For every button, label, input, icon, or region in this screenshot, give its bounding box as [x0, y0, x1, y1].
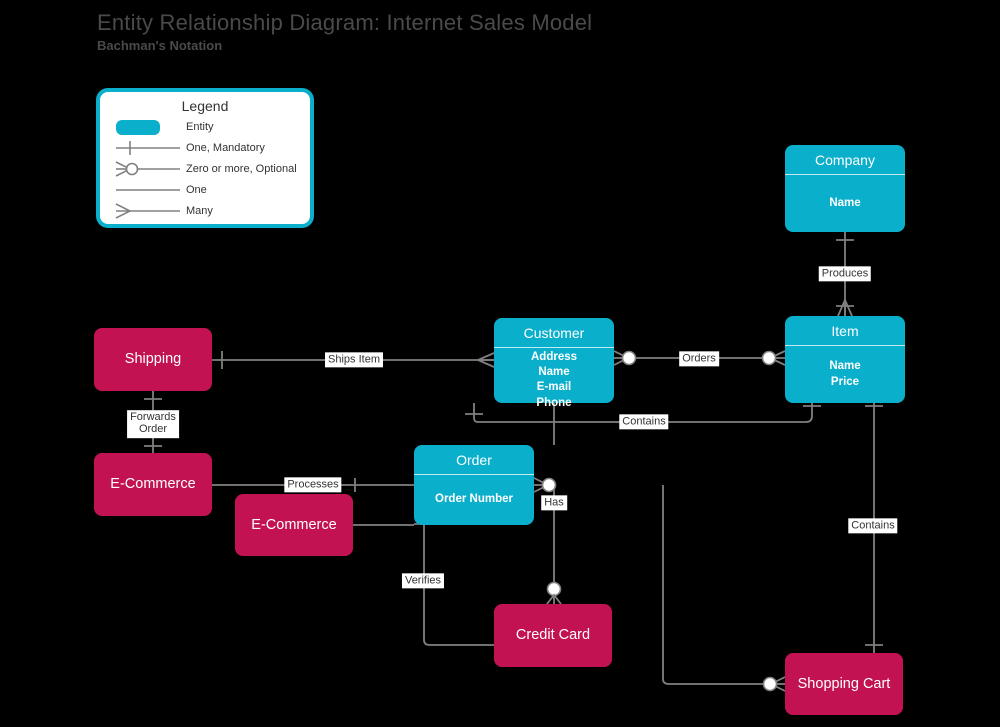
connector-shopping-cart-link [662, 485, 786, 692]
entity-title: Shopping Cart [797, 675, 891, 692]
entity-attribute: Name [538, 366, 570, 379]
zero-or-more-optional-icon [114, 159, 186, 179]
relationship-label-orders: Orders [679, 351, 719, 367]
legend-item-one-mandatory: One, Mandatory [100, 137, 310, 158]
entity-title: E-Commerce [251, 516, 337, 533]
relationship-label-produces: Produces [818, 266, 872, 282]
legend-item-one: One [100, 179, 310, 200]
entity-attribute: Order Number [435, 493, 513, 506]
entity-title: Order [414, 445, 534, 476]
entity-title: Company [785, 145, 905, 176]
one-icon [114, 180, 186, 200]
entity-shopping-cart[interactable]: Shopping Cart [785, 653, 903, 715]
connector-has [533, 477, 562, 605]
legend-item-label: One, Mandatory [186, 141, 265, 154]
legend-item-entity: Entity [100, 116, 310, 137]
relationship-label-processes: Processes [284, 477, 342, 493]
entity-title: Customer [494, 318, 614, 349]
entity-attribute: Name [829, 196, 861, 209]
entity-attribute: Phone [536, 396, 572, 409]
entity-credit-card[interactable]: Credit Card [494, 604, 612, 667]
entity-ecommerce-2[interactable]: E-Commerce [235, 494, 353, 556]
relationship-label-contains-order: Contains [619, 414, 669, 430]
legend-item-label: One [186, 183, 207, 196]
page-title: Entity Relationship Diagram: Internet Sa… [97, 10, 593, 35]
entity-attribute: Address [530, 351, 578, 364]
entity-swatch-icon [114, 117, 186, 137]
entity-attribute-list: Order Number [414, 475, 534, 525]
entity-title: Item [785, 316, 905, 347]
entity-attribute: Name [829, 360, 861, 373]
legend-item-label: Many [186, 204, 213, 217]
relationship-label-has: Has [541, 495, 567, 511]
entity-title: Shipping [124, 351, 182, 368]
legend-item-label: Entity [186, 120, 214, 133]
entity-shipping[interactable]: Shipping [94, 328, 212, 391]
legend-item-label: Zero or more, Optional [186, 162, 297, 175]
relationship-label-forwards-order: Forwards Order [127, 410, 179, 438]
one-mandatory-icon [114, 138, 186, 158]
entity-title: E-Commerce [110, 476, 196, 493]
relationship-label-verifies: Verifies [401, 573, 445, 589]
connector-orders [613, 350, 786, 366]
legend-item-zero-or-more: Zero or more, Optional [100, 158, 310, 179]
legend-panel: Legend Entity One, Mandatory Zero or mor… [96, 88, 314, 228]
legend-item-many: Many [100, 200, 310, 221]
entity-attribute: E-mail [536, 381, 572, 394]
many-icon [114, 201, 186, 221]
page-subtitle: Bachman's Notation [97, 38, 223, 53]
entity-attribute-list: Name [785, 175, 905, 232]
entity-title: Credit Card [515, 627, 591, 644]
legend-title: Legend [181, 98, 229, 114]
entity-ecommerce-1[interactable]: E-Commerce [94, 453, 212, 516]
relationship-label-contains-cart: Contains [848, 518, 898, 534]
entity-attribute: Price [830, 375, 860, 388]
relationship-label-ships-item: Ships Item [325, 352, 383, 368]
